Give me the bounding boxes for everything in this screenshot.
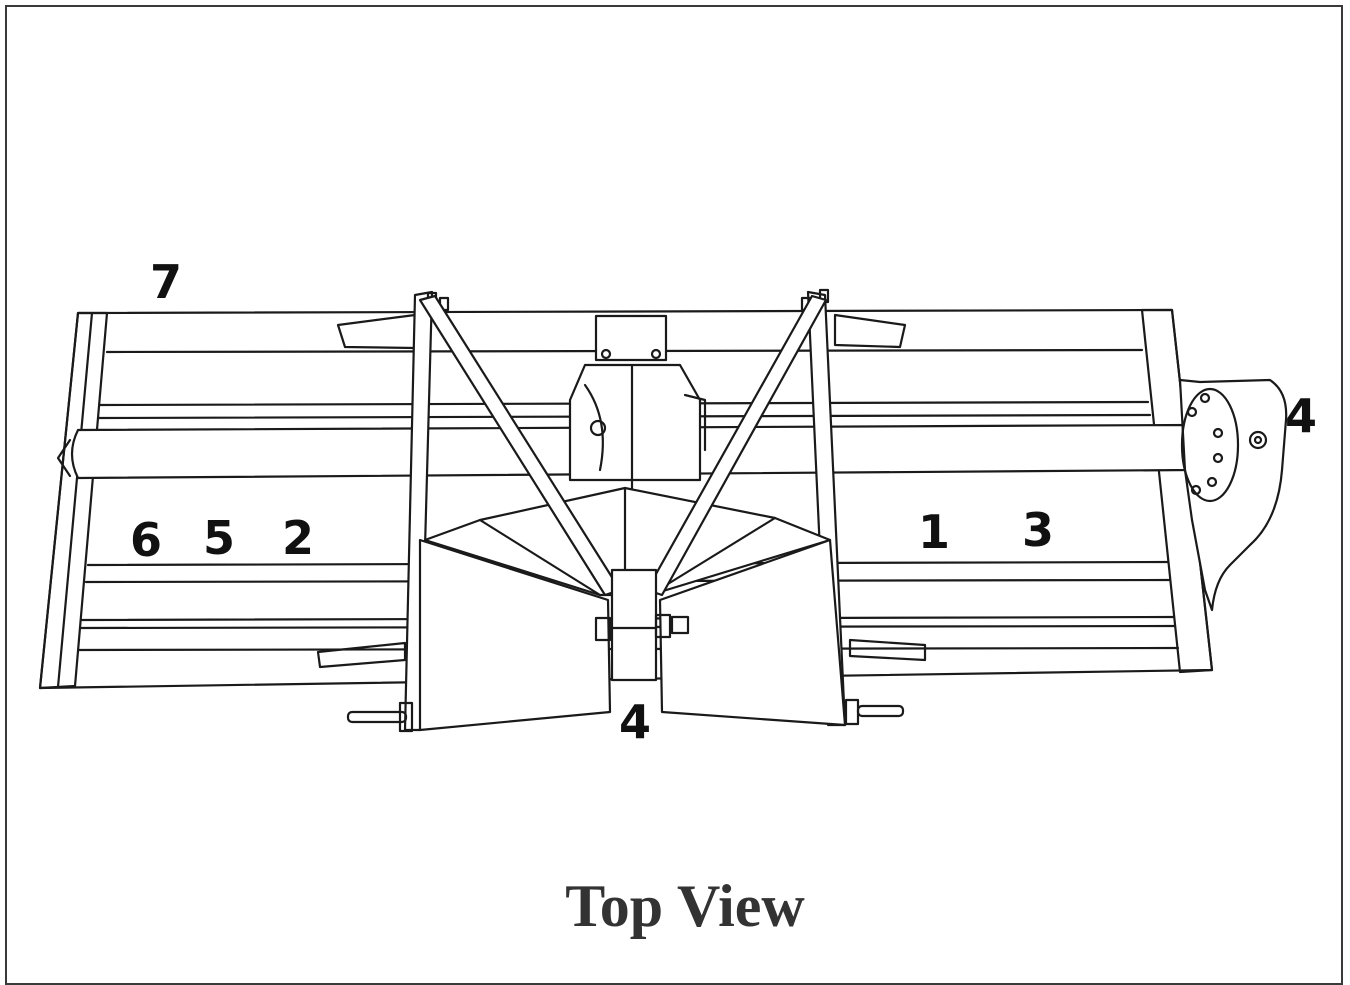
callout-4-center: 4 [619,695,651,749]
right-end-plate [1140,308,1214,674]
gearbox [568,314,707,497]
callout-4-side: 4 [1285,389,1317,443]
side-drive-housing [1178,378,1288,612]
shield-panels [418,538,847,732]
diagonal-braces [418,294,828,597]
figure-caption: Top View [565,873,805,939]
center-clevis [594,568,690,682]
mounting-brackets [336,313,907,350]
skid-strips [316,638,927,669]
callout-3: 3 [1022,503,1054,557]
left-end-plate [38,311,109,690]
callout-7: 7 [150,255,182,309]
callout-6: 6 [130,513,162,567]
lower-hitch-pins [346,698,905,733]
callout-1: 1 [918,505,950,559]
callout-labels: 7 4 4 6 5 2 1 3 [130,255,1317,749]
callout-2: 2 [282,511,314,565]
callout-5: 5 [203,511,235,565]
